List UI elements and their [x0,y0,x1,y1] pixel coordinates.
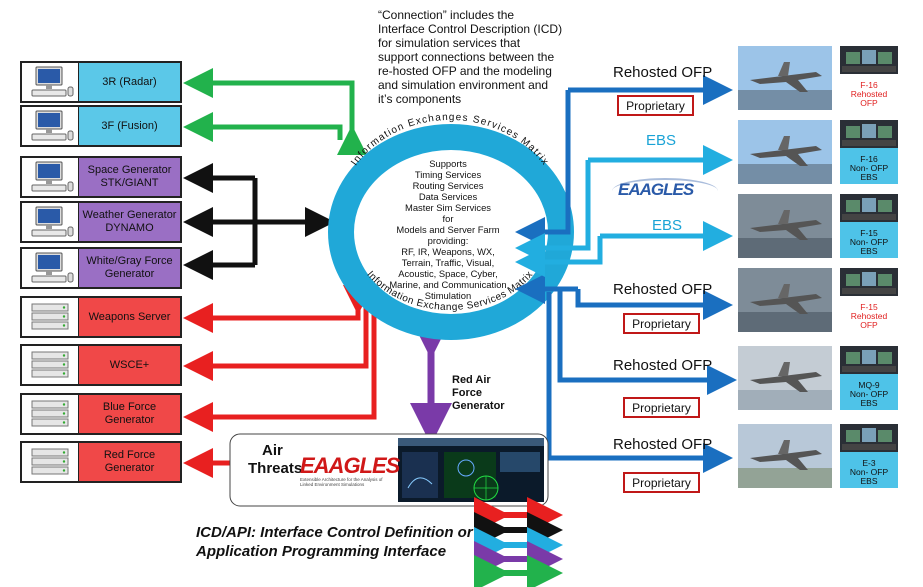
system-box-label: Blue Force Generator [78,395,180,433]
server-rack-icon [24,445,76,479]
rehosted-ofp-label-4: Rehosted OFP [613,436,713,453]
proprietary-box-3: Proprietary [623,397,700,418]
system-box-6: Weapons Server [20,296,182,338]
ring-center-line: Supports [429,158,467,169]
system-box-5: White/Gray Force Generator [20,247,182,289]
ring-center-line: for [442,213,454,224]
system-box-label: White/Gray Force Generator [78,249,180,287]
desktop-computer-icon [24,251,76,285]
system-box-7: WSCE+ [20,344,182,386]
desktop-computer-icon [24,65,76,99]
ring-center-line: Timing Services [414,169,482,180]
server-rack-icon [24,348,76,382]
system-box-label: Space Generator STK/GIANT [78,158,180,196]
legend-text: ICD/API: Interface Control Definition or… [196,524,473,560]
system-box-9: Red Force Generator [20,441,182,483]
ring-center-line: Models and Server Farm [396,224,500,235]
ring-center-line: Master Sim Services [405,202,491,213]
aircraft-photo [738,194,832,258]
rehosted-ofp-label-3: Rehosted OFP [613,357,713,374]
system-box-label: Red Force Generator [78,443,180,481]
desktop-computer-icon [24,205,76,239]
eaagles-swoosh [612,178,718,204]
proprietary-box-1: Proprietary [617,95,694,116]
black-connector-arrows [183,163,335,280]
aircraft-photo [738,424,832,488]
system-box-8: Blue Force Generator [20,393,182,435]
eaagles-logo-bottom: EAAGLES Extensible Architecture for the … [300,453,400,488]
aircraft-photo [738,346,832,410]
proprietary-box-2: Proprietary [623,313,700,334]
aircraft-photo [738,120,832,184]
proprietary-box-4: Proprietary [623,472,700,493]
blue-connector-arrows [515,75,737,473]
system-box-label: Weapons Server [78,298,180,336]
system-box-4: Weather Generator DYNAMO [20,201,182,243]
green-connector-arrows [183,68,367,155]
ring-center-line: Marine, and Communication [389,279,507,290]
red-air-force-label: Red Air Force Generator [452,374,505,412]
ring-center-line: Acoustic, Space, Cyber, [398,268,498,279]
system-box-2: 3F (Fusion) [20,105,182,147]
air-threats-label: Air Threats [248,442,303,477]
ebs-label-1: EBS [646,132,677,149]
ebs-label-2: EBS [652,217,683,234]
ring-center-line: Terrain, Traffic, Visual, [401,257,495,268]
aircraft-photo [738,268,832,332]
system-box-label: WSCE+ [78,346,180,384]
desktop-computer-icon [24,160,76,194]
system-box-1: 3R (Radar) [20,61,182,103]
rehosted-ofp-label-1: Rehosted OFP [613,64,713,81]
cyan-connector-arrows [515,145,733,277]
server-rack-icon [24,300,76,334]
ring-center-line: Stimulation [424,290,472,301]
rehosted-ofp-label-2: Rehosted OFP [613,281,713,298]
desktop-computer-icon [24,109,76,143]
system-box-label: 3F (Fusion) [78,107,180,145]
system-box-label: Weather Generator DYNAMO [78,203,180,241]
ring-center-line: RF, IR, Weapons, WX, [401,246,495,257]
red-connector-arrows [183,285,377,478]
legend-arrows [474,497,563,587]
ring-center-line: Data Services [418,191,478,202]
ring-center-line: providing: [427,235,469,246]
system-box-label: 3R (Radar) [78,63,180,101]
server-rack-icon [24,397,76,431]
system-box-3: Space Generator STK/GIANT [20,156,182,198]
aircraft-photo [738,46,832,110]
connection-note: “Connection” includes the Interface Cont… [378,8,563,106]
ring-center-line: Routing Services [412,180,484,191]
